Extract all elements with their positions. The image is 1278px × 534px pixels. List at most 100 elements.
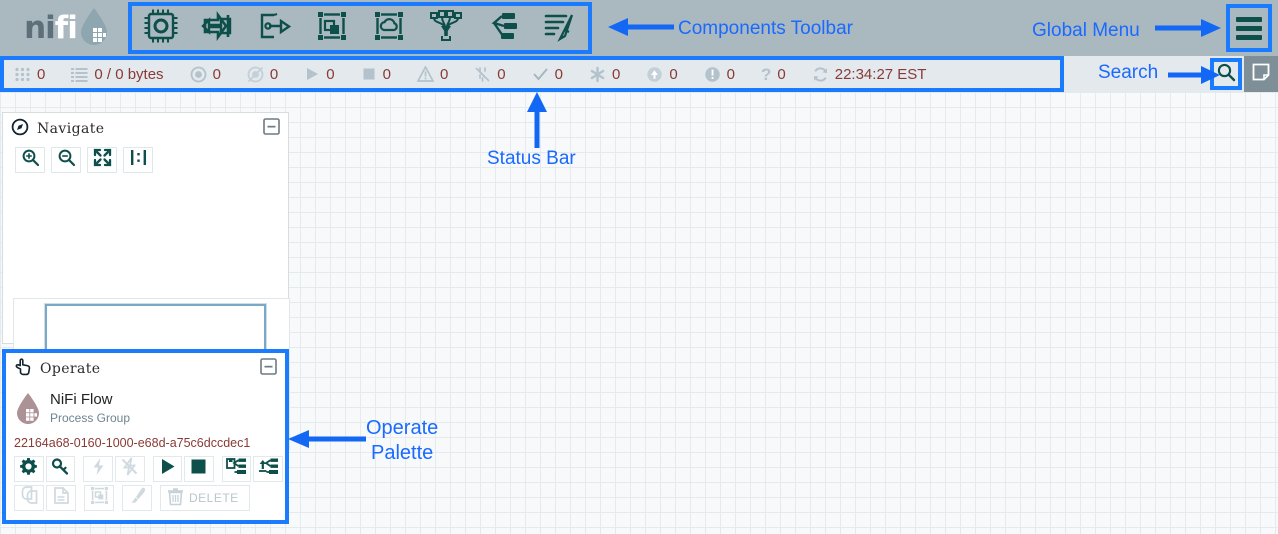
zoom-in-button[interactable]: [15, 147, 45, 173]
operate-entity-name: NiFi Flow: [50, 391, 113, 408]
operate-panel-header: Operate: [6, 353, 285, 385]
annotation-status-bar: Status Bar: [487, 148, 576, 169]
invalid-components-icon: [416, 66, 434, 82]
navigate-panel-title: Navigate: [37, 121, 105, 137]
create-template-button[interactable]: [221, 456, 252, 482]
disable-button[interactable]: [114, 456, 145, 482]
copy-button[interactable]: [14, 485, 44, 511]
status-disabled: 0: [474, 66, 506, 83]
nifi-logo-text: nifi: [24, 12, 78, 44]
toolbar-remote-process-group-button[interactable]: [360, 6, 417, 50]
configure-button[interactable]: [14, 456, 44, 482]
status-running: 0: [304, 65, 335, 83]
key-icon: [51, 457, 70, 481]
status-value: 0: [326, 65, 335, 83]
zoom-fit-button[interactable]: [87, 147, 117, 173]
refresh-icon[interactable]: [812, 66, 829, 83]
bolt-slash-icon: [120, 457, 139, 481]
status-value: 0: [439, 65, 449, 83]
not-transmitting-ports-icon: [247, 66, 264, 83]
status-not-transmitting: 0: [247, 66, 278, 83]
zoom-out-icon: [57, 148, 76, 172]
status-sync-failure: ? 0: [761, 66, 786, 83]
toolbar-input-port-button[interactable]: [189, 6, 246, 50]
nifi-logo[interactable]: nifi: [0, 0, 128, 56]
toolbar-process-group-button[interactable]: [303, 6, 360, 50]
output-port-icon: [258, 9, 292, 48]
annotation-arrow-search: [1168, 66, 1220, 84]
stop-icon: [189, 457, 208, 481]
start-button[interactable]: [152, 456, 183, 482]
toolbar-label-button[interactable]: [531, 6, 588, 50]
change-color-button[interactable]: [122, 485, 152, 511]
note-icon: [1251, 62, 1271, 87]
operate-button-row-1: [14, 456, 285, 482]
stale-icon: [646, 66, 663, 83]
template-icon: [486, 9, 520, 48]
status-last-refresh[interactable]: 22:34:27 EST: [812, 65, 927, 83]
fit-screen-icon: [93, 148, 112, 172]
collapse-minus-icon[interactable]: [263, 118, 280, 140]
processor-icon: [144, 9, 178, 48]
zoom-in-icon: [21, 148, 40, 172]
annotation-arrow-status-bar: [527, 92, 547, 148]
status-bar-items: 0 0 / 0 bytes 0: [0, 56, 1064, 92]
group-icon: [90, 486, 109, 510]
status-value: 0: [269, 65, 279, 83]
bulletin-board-button[interactable]: [1244, 56, 1278, 92]
running-components-icon: [304, 66, 320, 82]
components-toolbar[interactable]: [128, 2, 592, 54]
operate-button-row-2: DELETE: [14, 485, 285, 511]
policies-button[interactable]: [45, 456, 76, 482]
operate-panel: Operate NiFi Flow: [2, 349, 289, 524]
global-menu-button[interactable]: [1226, 4, 1272, 52]
status-value: 22:34:27 EST: [834, 65, 927, 83]
status-value: 0: [777, 65, 786, 83]
transmitting-ports-icon: [190, 66, 207, 83]
process-group-drop-icon: [14, 391, 42, 430]
trash-icon: [167, 487, 184, 509]
locally-modified-icon: [589, 66, 606, 83]
status-value: 0: [37, 65, 46, 83]
water-drop-icon: [78, 6, 110, 51]
hamburger-icon: [1236, 16, 1262, 40]
toolbar-output-port-button[interactable]: [246, 6, 303, 50]
toolbar-processor-button[interactable]: [132, 6, 189, 50]
status-up-to-date: 0: [532, 66, 563, 83]
sync-failure-icon: ?: [761, 64, 772, 84]
remote-process-group-icon: [372, 9, 406, 48]
play-icon: [158, 457, 177, 481]
enable-button[interactable]: [83, 456, 113, 482]
collapse-minus-icon[interactable]: [260, 358, 277, 380]
upload-template-button[interactable]: [253, 456, 283, 482]
actual-size-icon: [129, 148, 148, 172]
status-transmitting: 0: [190, 66, 221, 83]
status-locally-modified-and-stale: 0: [704, 66, 735, 83]
group-button[interactable]: [84, 485, 114, 511]
magnifier-icon: [1216, 62, 1236, 87]
annotation-arrow-operate-palette: [288, 430, 366, 448]
operate-entity-type: Process Group: [50, 411, 131, 425]
status-value: 0 / 0 bytes: [94, 65, 164, 83]
operate-entity-text: NiFi Flow Process Group: [50, 391, 130, 426]
locally-modified-and-stale-icon: [704, 66, 721, 83]
stop-button[interactable]: [184, 456, 214, 482]
toolbar-template-button[interactable]: [474, 6, 531, 50]
status-stale: 0: [646, 66, 678, 83]
status-value: 0: [382, 65, 391, 83]
annotation-arrow-global-menu: [1155, 19, 1221, 37]
template-save-icon: [226, 457, 247, 481]
stopped-components-icon: [361, 66, 377, 82]
hand-pointer-icon: [14, 357, 32, 381]
funnel-icon: [429, 9, 463, 48]
paste-button[interactable]: [46, 485, 76, 511]
toolbar-funnel-button[interactable]: [417, 6, 474, 50]
delete-button[interactable]: DELETE: [160, 485, 250, 511]
zoom-out-button[interactable]: [51, 147, 81, 173]
annotation-components-toolbar: Components Toolbar: [678, 18, 853, 39]
disabled-components-icon: [474, 66, 491, 83]
delete-button-label: DELETE: [189, 491, 239, 505]
input-port-icon: [200, 9, 235, 48]
status-bar: 0 0 / 0 bytes 0: [0, 56, 1278, 92]
zoom-actual-size-button[interactable]: [123, 147, 153, 173]
